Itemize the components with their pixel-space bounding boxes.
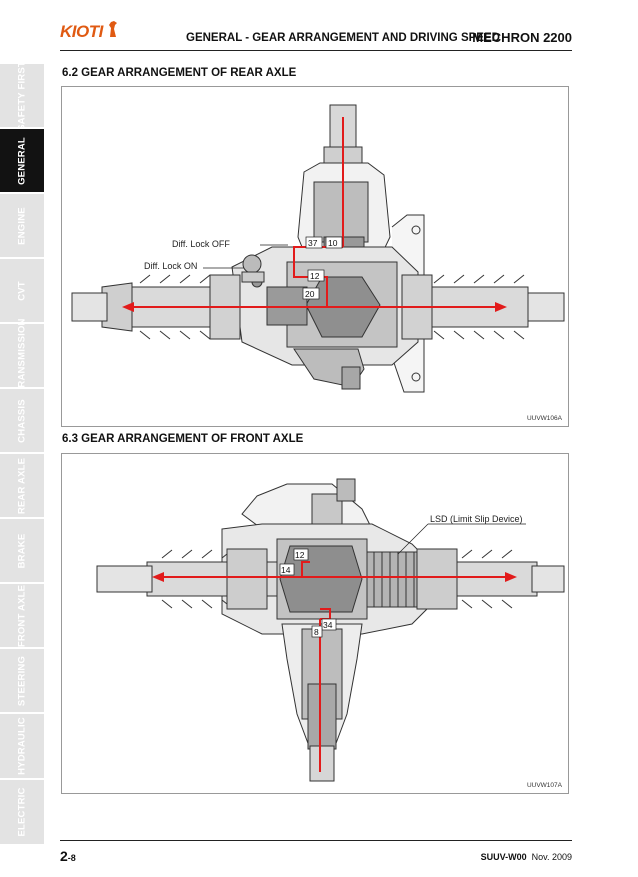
rear-figure-code: UUVW106A	[526, 415, 562, 422]
chapter-sidebar: SAFETY FIRST GENERAL ENGINE CVT TRANSMIS…	[0, 61, 44, 844]
diff-lock-off-label: Diff. Lock OFF	[172, 239, 230, 249]
front-axle-diagram: 12 14 34 8 LSD (Limit Slip Device) UUVW1…	[61, 453, 569, 794]
tab-hydraulic[interactable]: HYDRAULIC	[0, 712, 44, 778]
tab-cvt[interactable]: CVT	[0, 257, 44, 322]
header-divider	[60, 50, 572, 51]
diff-lock-on-label: Diff. Lock ON	[144, 261, 198, 271]
gear-label-12: 12	[310, 271, 320, 281]
tab-general[interactable]: GENERAL	[0, 127, 44, 192]
front-axle-section-title: 6.3 GEAR ARRANGEMENT OF FRONT AXLE	[62, 433, 304, 445]
gear-label-37: 37	[308, 238, 318, 248]
tab-transmission[interactable]: TRANSMISSION	[0, 318, 44, 393]
header-model: MECHRON 2200	[472, 30, 572, 45]
tab-brake[interactable]: BRAKE	[0, 517, 44, 582]
gear-label-20: 20	[305, 289, 315, 299]
rear-axle-section-title: 6.2 GEAR ARRANGEMENT OF REAR AXLE	[62, 67, 297, 79]
gear-label-34: 34	[323, 620, 333, 630]
gear-label-14: 14	[281, 565, 291, 575]
tab-safety-first[interactable]: SAFETY FIRST	[0, 61, 44, 130]
tab-rear-axle[interactable]: REAR AXLE	[0, 452, 44, 517]
tab-electric[interactable]: ELECTRIC	[0, 778, 44, 844]
tab-steering[interactable]: STEERING	[0, 647, 44, 712]
gear-label-10: 10	[328, 238, 338, 248]
document-code: SUUV-W00 Nov. 2009	[480, 852, 572, 862]
rear-axle-drawing: 37 10 12 20	[71, 104, 565, 393]
tab-engine[interactable]: ENGINE	[0, 192, 44, 257]
header-title: GENERAL - GEAR ARRANGEMENT AND DRIVING S…	[186, 32, 500, 44]
lsd-label: LSD (Limit Slip Device)	[430, 514, 523, 524]
tab-front-axle[interactable]: FRONT AXLE	[0, 582, 44, 647]
page-number: 2-8	[60, 848, 76, 864]
tab-chassis[interactable]: CHASSIS	[0, 387, 44, 452]
kioti-logo: KIOTI	[60, 22, 103, 41]
page-header: KIOTI GENERAL - GEAR ARRANGEMENT AND DRI…	[60, 20, 572, 51]
footer-divider	[60, 840, 572, 841]
dog-logo-icon	[109, 21, 117, 37]
gear-label-12: 12	[295, 550, 305, 560]
gear-label-8: 8	[314, 627, 319, 637]
front-axle-drawing: 12 14 34 8	[96, 478, 565, 782]
front-figure-code: UUVW107A	[526, 782, 562, 789]
rear-axle-diagram: 37 10 12 20 Diff. Lock OFF Diff. Lock ON…	[61, 86, 569, 427]
